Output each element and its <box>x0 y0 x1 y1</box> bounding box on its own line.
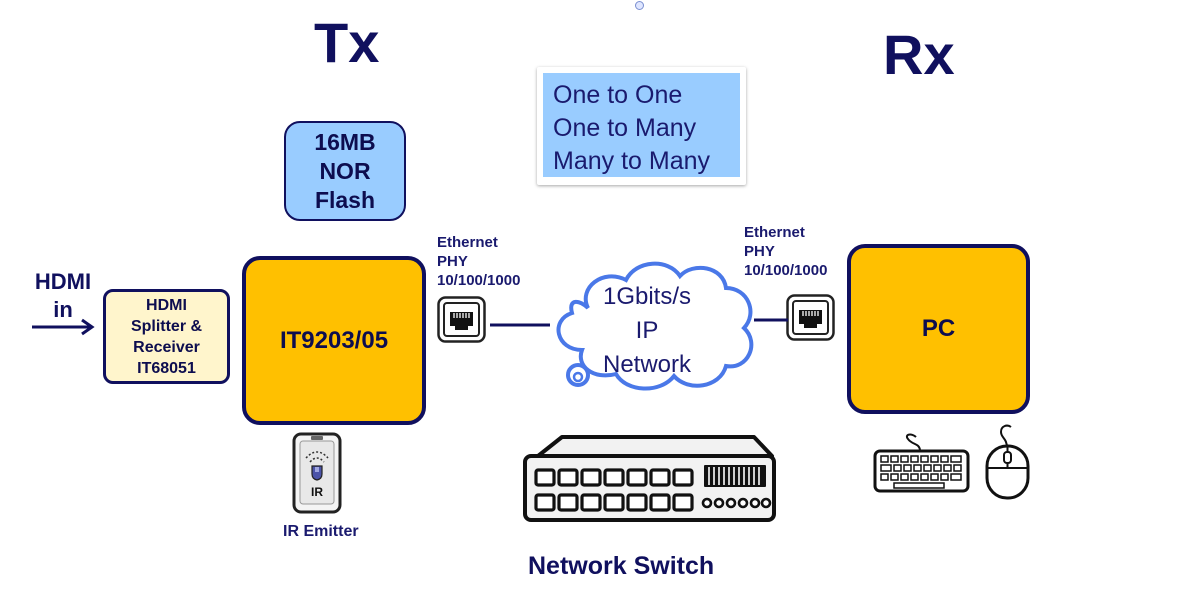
eth-right-line-2: PHY <box>744 243 775 260</box>
ir-emitter-label: IR Emitter <box>283 523 359 540</box>
link-left-line <box>490 323 550 327</box>
network-switch-icon <box>523 435 776 522</box>
splitter-line-4: IT68051 <box>137 359 196 377</box>
modes-box: One to One One to Many Many to Many <box>537 67 746 185</box>
eth-right-line-3: 10/100/1000 <box>744 262 828 279</box>
cloud-text: 1Gbits/s IP Network <box>578 280 716 382</box>
hdmi-in-line-1: HDMI <box>34 269 92 294</box>
hdmi-in-label: HDMI in <box>30 268 96 324</box>
ethernet-phy-right-label: Ethernet PHY 10/100/1000 <box>744 223 827 280</box>
eth-left-line-2: PHY <box>437 253 468 270</box>
eth-right-line-1: Ethernet <box>744 224 805 241</box>
splitter-line-3: Receiver <box>133 338 200 356</box>
chip-label: IT9203/05 <box>279 326 389 354</box>
cloud-line-2: IP <box>635 317 659 344</box>
top-dot <box>635 1 644 10</box>
hdmi-splitter-box: HDMI Splitter & Receiver IT68051 <box>103 289 230 384</box>
it9203-chip-box: IT9203/05 <box>242 256 426 425</box>
splitter-line-2: Splitter & <box>130 317 203 335</box>
network-switch-label: Network Switch <box>528 552 715 580</box>
pc-label: PC <box>921 315 956 342</box>
tx-title: Tx <box>314 11 380 74</box>
cloud-line-1: 1Gbits/s <box>602 283 692 310</box>
mouse-icon <box>985 424 1030 500</box>
eth-left-line-1: Ethernet <box>437 234 498 251</box>
nor-flash-box: 16MB NOR Flash <box>284 121 406 221</box>
cloud-line-3: Network <box>602 351 692 378</box>
ir-emitter-icon: IR <box>292 432 342 514</box>
flash-line-1: 16MB <box>314 128 376 155</box>
eth-left-line-3: 10/100/1000 <box>437 272 521 289</box>
ethernet-phy-left-label: Ethernet PHY 10/100/1000 <box>437 233 520 290</box>
keyboard-icon <box>873 433 970 493</box>
hdmi-in-arrow <box>32 318 95 336</box>
flash-line-2: NOR <box>319 157 371 184</box>
modes-box-fill: One to One One to Many Many to Many <box>543 73 740 177</box>
ir-badge: IR <box>311 485 323 499</box>
mode-many-to-many: Many to Many <box>553 147 711 175</box>
mode-one-to-one: One to One <box>553 81 683 109</box>
rx-title: Rx <box>883 23 955 86</box>
rj45-port-right-icon <box>786 294 835 341</box>
rj45-port-left-icon <box>437 296 486 343</box>
hdmi-in-line-2: in <box>53 297 73 322</box>
mode-one-to-many: One to Many <box>553 114 697 142</box>
ip-network-cloud-icon <box>556 261 754 391</box>
flash-line-3: Flash <box>314 186 376 213</box>
link-right-line <box>754 318 788 322</box>
splitter-line-1: HDMI <box>146 296 187 314</box>
pc-box: PC <box>847 244 1030 414</box>
